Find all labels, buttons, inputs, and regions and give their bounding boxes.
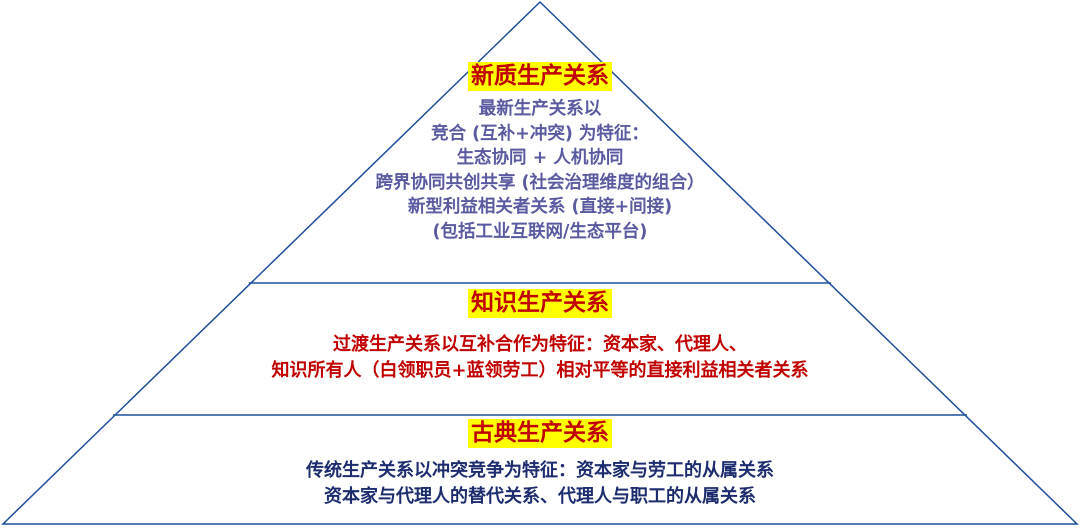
- tier-line: 新型利益相关者关系 (直接+间接): [407, 197, 673, 217]
- tier-classical: 古典生产关系 传统生产关系以冲突竞争为特征：资本家与劳工的从属关系 资本家与代理…: [0, 419, 1080, 510]
- tier-title: 古典生产关系: [468, 419, 612, 448]
- tier-line: 知识所有人（白领职员+蓝领劳工）相对平等的直接利益相关者关系: [271, 360, 809, 381]
- tier-line: 跨界协同共创共享 (社会治理维度的组合）: [375, 172, 705, 193]
- tier-title: 新质生产关系: [468, 62, 612, 91]
- tier-line: 资本家与代理人的替代关系、代理人与职工的从属关系: [324, 486, 756, 507]
- tier-line: 生态协同 + 人机协同: [456, 148, 624, 168]
- tier-knowledge: 知识生产关系 过渡生产关系以互补合作为特征：资本家、代理人、 知识所有人（白领职…: [0, 289, 1080, 384]
- tier-line: 竞合 (互补+冲突) 为特征：: [431, 123, 649, 144]
- tier-line: 过渡生产关系以互补合作为特征：资本家、代理人、: [333, 334, 747, 355]
- tier-line: 传统生产关系以冲突竞争为特征：资本家与劳工的从属关系: [306, 460, 774, 481]
- tier-title: 知识生产关系: [468, 289, 612, 318]
- tier-line: (包括工业互联网/生态平台): [432, 221, 648, 242]
- tier-new-quality: 新质生产关系 最新生产关系以 竞合 (互补+冲突) 为特征： 生态协同 + 人机…: [0, 62, 1080, 244]
- tier-line: 最新生产关系以: [478, 99, 602, 119]
